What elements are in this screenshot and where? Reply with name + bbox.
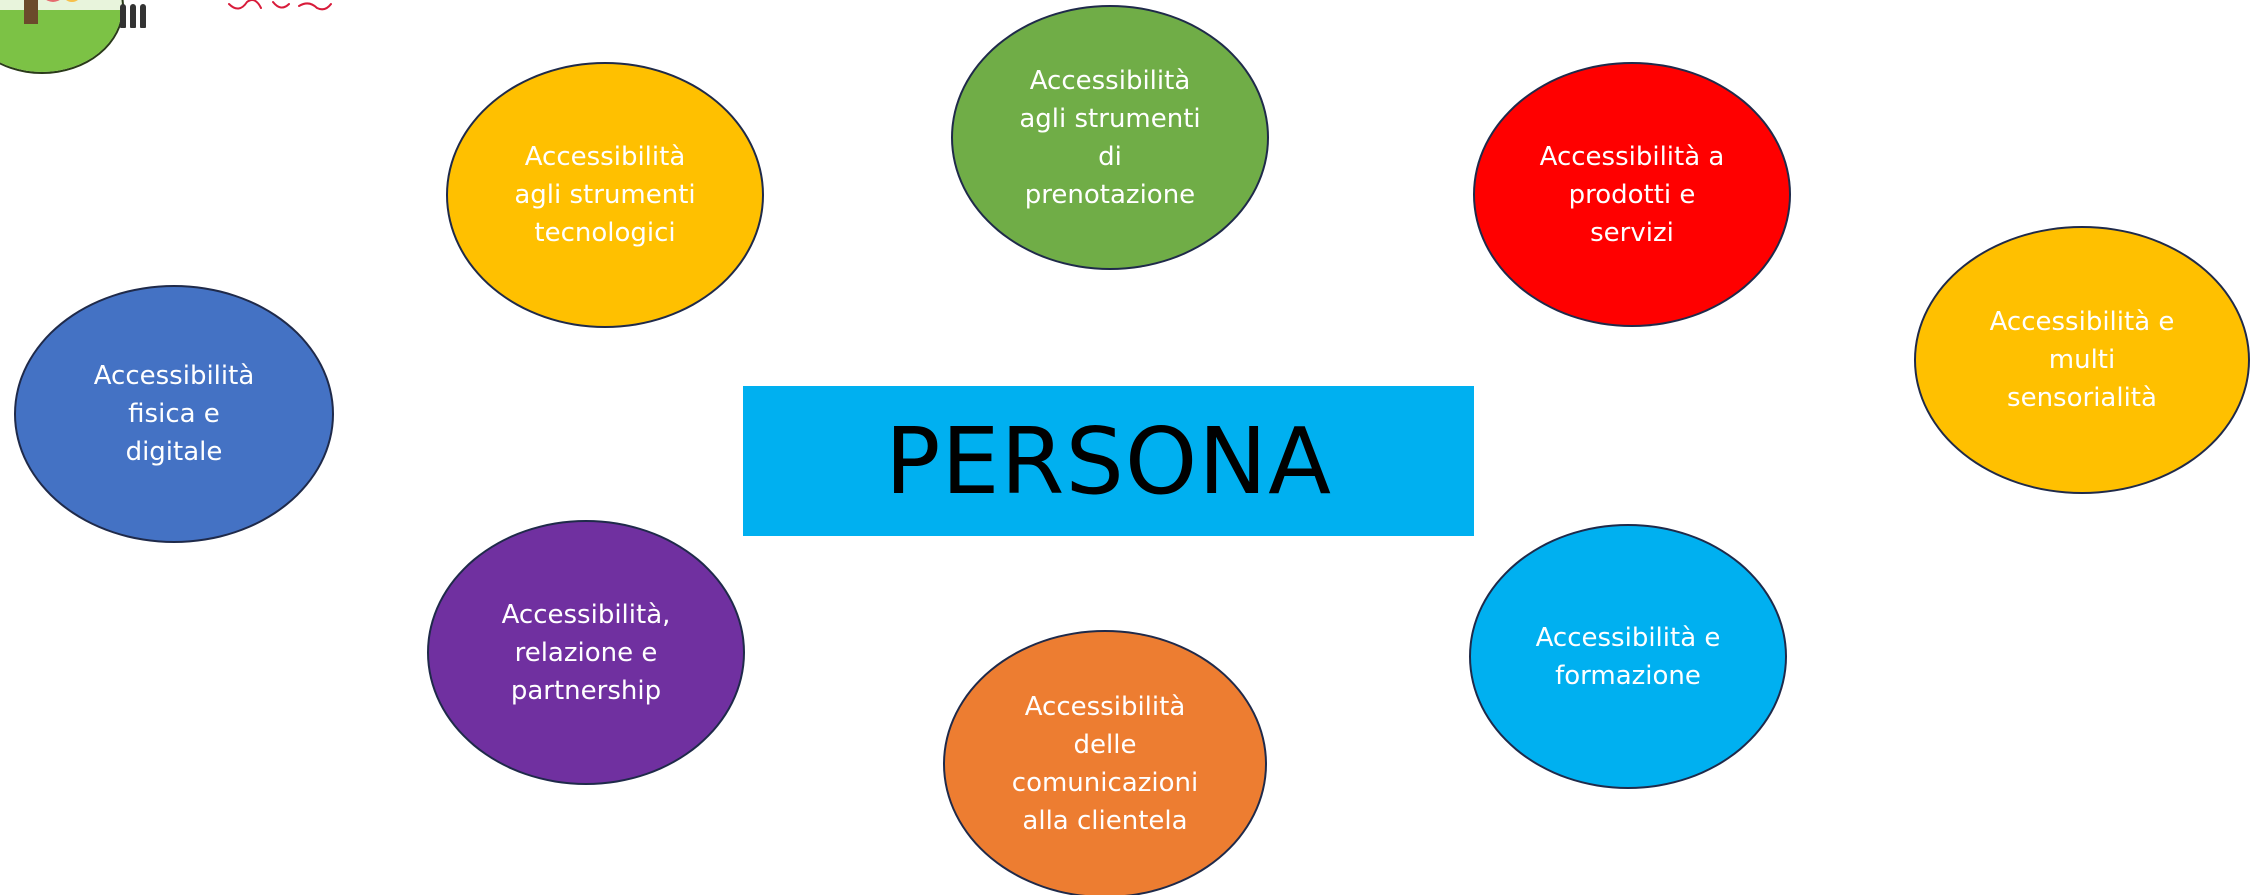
node-label: Accessibilità agli strumenti di prenotaz… — [1019, 65, 1201, 210]
node-label: Accessibilità e multi sensorialità — [1989, 307, 2175, 413]
node-label: Accessibilità agli strumenti tecnologici — [514, 142, 696, 248]
logo-signature — [228, 0, 332, 11]
node-strumenti-prenotazione: Accessibilità agli strumenti di prenotaz… — [951, 5, 1269, 270]
node-label: Accessibilità, relazione e partnership — [501, 599, 671, 706]
node-comunicazioni-clientela: Accessibilità delle comunicazioni alla c… — [943, 630, 1267, 895]
node-relazione-partnership: Accessibilità, relazione e partnership — [427, 520, 745, 785]
node-multi-sensorialita: Accessibilità e multi sensorialità — [1914, 226, 2250, 494]
node-fisica-digitale: Accessibilità fisica e digitale — [14, 285, 334, 543]
node-label: Accessibilità a prodotti e servizi — [1539, 141, 1725, 248]
node-label: Accessibilità e formazione — [1535, 622, 1721, 691]
logo — [0, 0, 124, 74]
center-node: PERSONA — [743, 386, 1474, 536]
node-formazione: Accessibilità e formazione — [1469, 524, 1787, 789]
people-figures-icon — [118, 0, 150, 30]
node-strumenti-tecnologici: Accessibilità agli strumenti tecnologici — [446, 62, 764, 328]
node-label: Accessibilità fisica e digitale — [93, 361, 255, 467]
node-label: Accessibilità delle comunicazioni alla c… — [1011, 692, 1199, 836]
center-label: PERSONA — [884, 407, 1333, 515]
node-prodotti-servizi: Accessibilità a prodotti e servizi — [1473, 62, 1791, 327]
